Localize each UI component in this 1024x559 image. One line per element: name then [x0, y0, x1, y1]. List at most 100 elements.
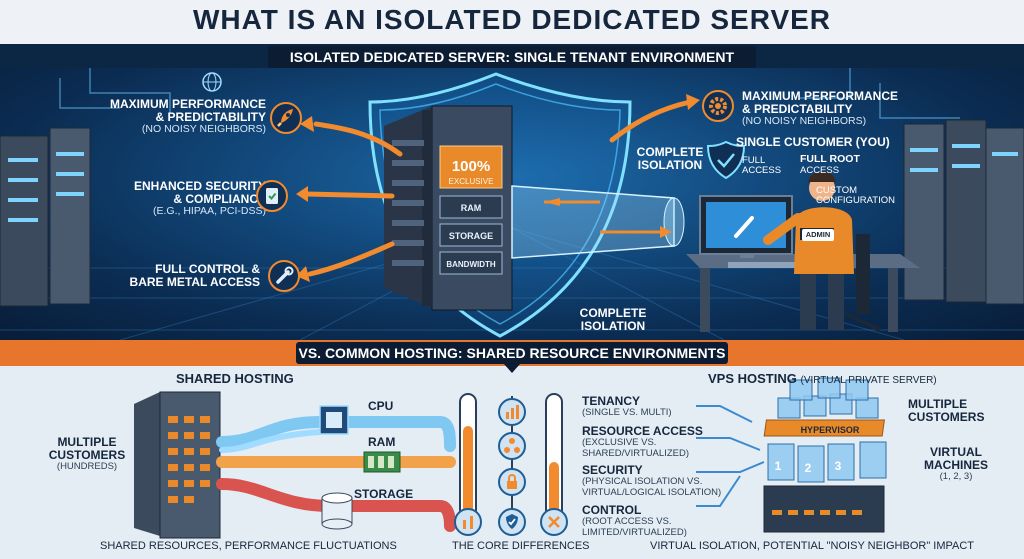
- isolation-line: COMPLETE: [579, 306, 647, 320]
- resource-ram-label: RAM: [368, 435, 396, 449]
- gear-icon: [702, 90, 734, 122]
- label-line: MULTIPLE: [57, 435, 117, 449]
- wrench-screen-icon: [734, 216, 754, 238]
- isolation-line: ISOLATION: [637, 158, 703, 173]
- bar-chart-icon: [498, 398, 526, 426]
- benefit-title-line: BARE METAL ACCESS: [129, 275, 260, 290]
- benefit-title-line: & COMPLIANCE: [173, 192, 266, 207]
- ram-module-icon: [363, 451, 401, 473]
- tunnel-isolation-label: COMPLETE ISOLATION: [630, 145, 710, 173]
- benefit-control: FULL CONTROL & BARE METAL ACCESS: [100, 262, 260, 290]
- resource-bandwidth: BANDWIDTH: [446, 260, 496, 269]
- label-line: MULTIPLE: [908, 397, 968, 411]
- diff-title: SECURITY: [582, 463, 643, 477]
- comparison-section-banner: VS. COMMON HOSTING: SHARED RESOURCE ENVI…: [296, 342, 728, 364]
- benefit-performance-right: MAXIMUM PERFORMANCE & PREDICTABILITY (NO…: [742, 89, 932, 128]
- resource-storage-label: STORAGE: [354, 487, 414, 501]
- diff-title: RESOURCE ACCESS: [582, 424, 703, 438]
- shared-hosting-caption: SHARED RESOURCES, PERFORMANCE FLUCTUATIO…: [100, 540, 397, 552]
- wrench-icon: [268, 260, 300, 292]
- isolation-line: ISOLATION: [580, 319, 646, 334]
- isolation-tunnel: [511, 185, 685, 259]
- benefit-arrows: [303, 99, 693, 277]
- vps-subtitle: (VIRTUAL PRIVATE SERVER): [800, 375, 937, 386]
- diff-detail: VIRTUAL/LOGICAL ISOLATION): [582, 486, 722, 498]
- label-line: VIRTUAL: [930, 445, 982, 459]
- diff-detail: LIMITED/VIRTUALIZED): [582, 526, 687, 538]
- resource-cpu-label: CPU: [368, 399, 394, 413]
- shared-hosting-illustration: [134, 377, 887, 539]
- admin-person: [763, 171, 881, 332]
- core-differences-gauges: [459, 393, 563, 519]
- dedicated-section-banner: ISOLATED DEDICATED SERVER: SINGLE TENANT…: [268, 46, 756, 68]
- single-customer-heading: SINGLE CUSTOMER (YOU): [736, 135, 890, 149]
- shared-customers-label: MULTIPLE CUSTOMERS (HUNDREDS): [42, 435, 132, 473]
- shared-server: [134, 391, 221, 539]
- benefit-subtitle: (NO NOISY NEIGHBORS): [141, 123, 266, 136]
- benefit-subtitle: (e.g., HIPAA, PCI-DSS): [153, 205, 266, 218]
- diff-tenancy: TENANCY (SINGLE vs. MULTI): [582, 394, 702, 419]
- dedicated-server-tower: [384, 105, 513, 311]
- resource-ram: RAM: [461, 203, 482, 213]
- vm-number-2: 2: [805, 461, 812, 475]
- vm-number-3: 3: [835, 459, 842, 473]
- hypervisor-label: HYPERVISOR: [801, 425, 860, 435]
- page-title: WHAT IS AN ISOLATED DEDICATED SERVER: [192, 4, 832, 35]
- diff-resource-access: RESOURCE ACCESS (EXCLUSIVE vs. SHARED/VI…: [582, 424, 712, 459]
- right-server-racks: [903, 119, 1024, 305]
- isolation-line: COMPLETE: [636, 145, 704, 159]
- custom-configuration-label: CUSTOM CONFIGURATION: [816, 185, 916, 207]
- label-line: ACCESS: [742, 165, 782, 177]
- vm-number-1: 1: [775, 459, 782, 473]
- benefit-title-line: & PREDICTABILITY: [155, 110, 266, 125]
- label-line: CUSTOMERS: [908, 410, 985, 425]
- diff-detail: (PHYSICAL ISOLATION vs.: [582, 476, 703, 488]
- title-band: [0, 0, 1024, 44]
- diff-detail: (SINGLE vs. MULTI): [582, 407, 672, 419]
- label-sub: (HUNDREDS): [56, 461, 118, 473]
- cpu-chip-icon: [319, 405, 349, 435]
- label-line: CUSTOM: [816, 185, 857, 196]
- vps-customers-label: MULTIPLE CUSTOMERS: [908, 397, 1008, 425]
- diff-detail: (ROOT ACCESS vs.: [582, 516, 672, 528]
- server-panel-labels: 100% EXCLUSIVE RAM STORAGE BANDWIDTH: [446, 158, 496, 269]
- gauge-icon: [454, 508, 482, 536]
- banner-pointer-icon: [504, 364, 520, 373]
- storage-disk-icon: [321, 492, 353, 530]
- check-shield-icon: [706, 140, 746, 180]
- vps-caption: VIRTUAL ISOLATION, POTENTIAL "NOISY NEIG…: [650, 540, 975, 552]
- benefit-title-line: MAXIMUM PERFORMANCE: [110, 97, 266, 111]
- benefit-subtitle: (NO NOISY NEIGHBORS): [742, 115, 867, 128]
- rocket-icon: [270, 102, 302, 134]
- benefit-security: ENHANCED SECURITY & COMPLIANCE (e.g., HI…: [86, 179, 266, 218]
- exclusive-label: EXCLUSIVE: [449, 177, 494, 186]
- vps-hosting-heading: VPS HOSTING (VIRTUAL PRIVATE SERVER): [708, 371, 978, 386]
- benefit-title-line: FULL CONTROL &: [155, 262, 260, 276]
- core-differences-caption: THE CORE DIFFERENCES: [452, 540, 590, 552]
- label-line: ACCESS: [800, 164, 840, 176]
- left-server-racks: [0, 127, 91, 307]
- diff-detail: SHARED/VIRTUALIZED): [582, 447, 689, 459]
- admin-badge: ADMIN: [802, 229, 834, 241]
- shield-check-icon: [498, 508, 526, 536]
- tools-icon: [540, 508, 568, 536]
- shared-hosting-heading: SHARED HOSTING: [176, 371, 294, 386]
- vps-cluster: [763, 377, 887, 533]
- difference-arrows: [696, 405, 765, 507]
- network-nodes-icon: [498, 432, 526, 460]
- diff-security: SECURITY (PHYSICAL ISOLATION vs. VIRTUAL…: [582, 463, 732, 498]
- exclusive-percent: 100%: [452, 158, 490, 175]
- full-root-access-label: FULL ROOT ACCESS: [800, 153, 880, 176]
- diff-control: CONTROL (ROOT ACCESS vs. LIMITED/VIRTUAL…: [582, 503, 712, 538]
- vm-label: VIRTUAL MACHINES (1, 2, 3): [904, 445, 1008, 483]
- bottom-isolation-label: COMPLETE ISOLATION: [568, 306, 658, 334]
- label-line: CUSTOMERS: [48, 448, 126, 463]
- benefit-title-line: ENHANCED SECURITY: [133, 179, 266, 193]
- globe-icon: [202, 72, 222, 92]
- diff-detail: (EXCLUSIVE vs.: [582, 437, 657, 449]
- diff-title: CONTROL: [582, 503, 642, 517]
- full-access-label: FULL ACCESS: [742, 155, 802, 177]
- diff-title: TENANCY: [582, 394, 641, 408]
- vps-labels-overlay: HYPERVISOR 1 2 3: [775, 425, 860, 475]
- benefit-title-line: & PREDICTABILITY: [742, 102, 853, 117]
